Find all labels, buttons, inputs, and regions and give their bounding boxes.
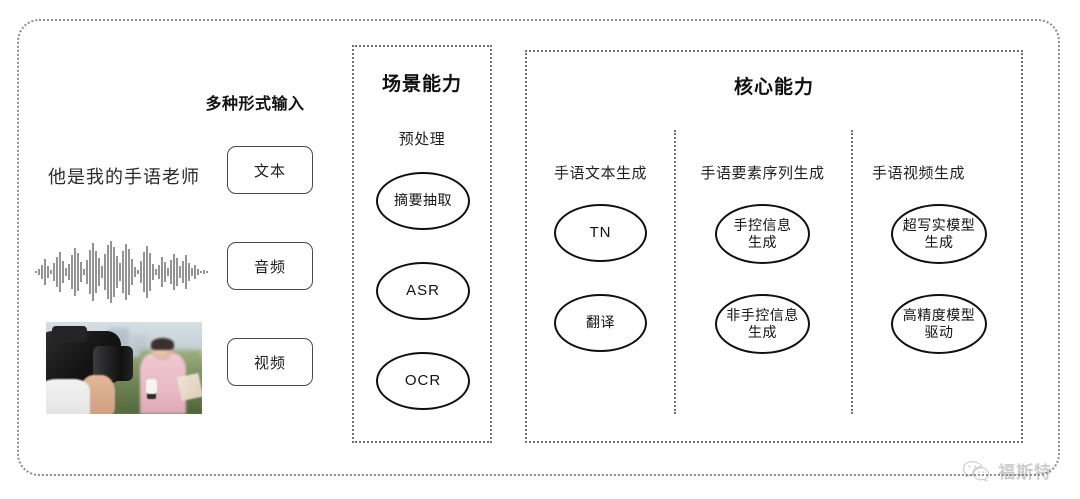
- scene-node-asr[interactable]: ASR: [376, 262, 470, 320]
- core-column-sign-text-generation: 手语文本生成 TN 翻译: [527, 52, 674, 441]
- modality-button-video[interactable]: 视频: [227, 338, 313, 386]
- core-node-non-manual-info-generation[interactable]: 非手控信息 生成: [715, 294, 810, 354]
- text-sample-label: 他是我的手语老师: [48, 167, 200, 187]
- core-column-divider-2: [851, 130, 853, 414]
- video-sample-slot: [30, 320, 218, 416]
- core-capability-panel: 核心能力 手语文本生成 TN 翻译 手语要素序列生成 手控信息 生成 非手控信息…: [525, 50, 1023, 443]
- scene-group-label-preprocess: 预处理: [398, 131, 446, 148]
- input-section-heading: 多种形式输入: [205, 96, 305, 113]
- input-section: 多种形式输入 他是我的手语老师 文本: [30, 90, 330, 420]
- text-sample-slot: 他是我的手语老师: [30, 128, 218, 224]
- input-row-text: 他是我的手语老师 文本: [30, 128, 330, 224]
- core-column-label-3: 手语视频生成: [872, 165, 966, 182]
- core-column-sign-video-generation: 手语视频生成 超写实模型 生成 高精度模型 驱动: [851, 52, 1025, 441]
- scene-node-abstract-extraction[interactable]: 摘要抽取: [376, 172, 470, 230]
- core-column-label-1: 手语文本生成: [553, 165, 647, 182]
- core-column-divider-1: [674, 130, 676, 414]
- core-node-manual-info-generation[interactable]: 手控信息 生成: [715, 204, 810, 264]
- audio-sample-slot: [30, 224, 218, 320]
- core-node-high-precision-model-driving[interactable]: 高精度模型 驱动: [891, 294, 987, 354]
- input-row-video: 视频: [30, 320, 330, 416]
- core-panel-title: 核心能力: [733, 77, 814, 98]
- core-column-label-2: 手语要素序列生成: [700, 165, 825, 182]
- core-node-tn[interactable]: TN: [554, 204, 647, 262]
- core-node-hyperreal-model-generation[interactable]: 超写实模型 生成: [891, 204, 987, 264]
- modality-button-text[interactable]: 文本: [227, 146, 313, 194]
- outer-frame: [17, 19, 1060, 476]
- core-column-sign-element-sequence: 手语要素序列生成 手控信息 生成 非手控信息 生成: [674, 52, 851, 441]
- scene-panel-title: 场景能力: [381, 74, 462, 95]
- video-thumbnail-icon: [46, 322, 202, 414]
- input-row-audio: 音频: [30, 224, 330, 320]
- audio-waveform-icon: [35, 241, 208, 303]
- scene-node-ocr[interactable]: OCR: [376, 352, 470, 410]
- modality-button-audio[interactable]: 音频: [227, 242, 313, 290]
- core-node-translation[interactable]: 翻译: [554, 294, 647, 352]
- scene-capability-panel: 场景能力 预处理 摘要抽取 ASR OCR: [352, 45, 492, 443]
